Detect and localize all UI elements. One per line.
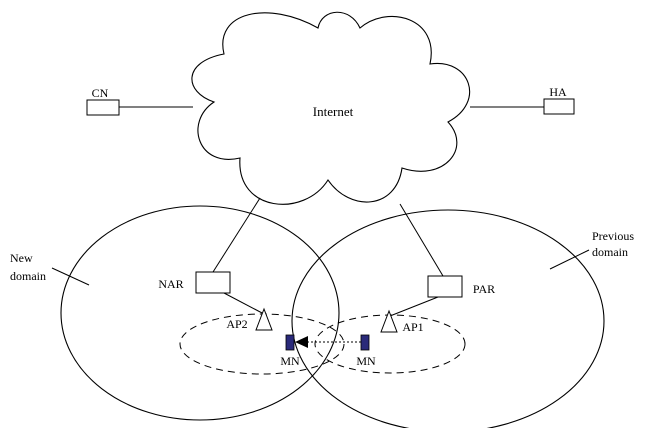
cn-node: CN <box>86 86 120 116</box>
previous-domain-label-line2: domain <box>592 245 628 259</box>
ap1-antenna-icon: AP1 <box>380 309 424 334</box>
mn-new-label: MN <box>280 354 300 368</box>
internet-nar-link <box>212 197 261 273</box>
movement-arrow <box>295 336 361 348</box>
par-label: PAR <box>473 282 495 296</box>
internet-par-link <box>399 203 444 277</box>
nar-ap2-link <box>223 292 265 315</box>
mobile-node-old: MN <box>356 334 376 368</box>
ap1-label: AP1 <box>402 320 423 334</box>
new-domain-label-line2: domain <box>10 269 46 283</box>
ap2-label: AP2 <box>226 317 247 331</box>
par-node: PAR <box>427 275 495 298</box>
internet-cloud: Internet <box>191 11 471 205</box>
previous-domain-label-line1: Previous <box>592 229 634 243</box>
ha-node: HA <box>543 85 575 115</box>
nar-node: NAR <box>158 271 231 294</box>
mn-old-icon <box>360 334 370 351</box>
mn-new-icon <box>285 334 295 351</box>
new-domain-label-line1: New <box>10 251 33 265</box>
par-ap1-link <box>389 296 439 317</box>
previous-domain-callout: Previous domain <box>549 229 634 270</box>
new-domain-boundary <box>60 205 340 421</box>
nar-label: NAR <box>158 277 183 291</box>
arrowhead-icon <box>295 336 308 348</box>
internet-label: Internet <box>313 104 354 119</box>
cn-label: CN <box>92 86 109 100</box>
ha-label: HA <box>549 85 567 99</box>
new-domain-callout: New domain <box>10 251 90 286</box>
ap2-antenna-icon: AP2 <box>226 307 273 331</box>
mn-old-label: MN <box>356 354 376 368</box>
mobile-node-new: MN <box>280 334 300 368</box>
